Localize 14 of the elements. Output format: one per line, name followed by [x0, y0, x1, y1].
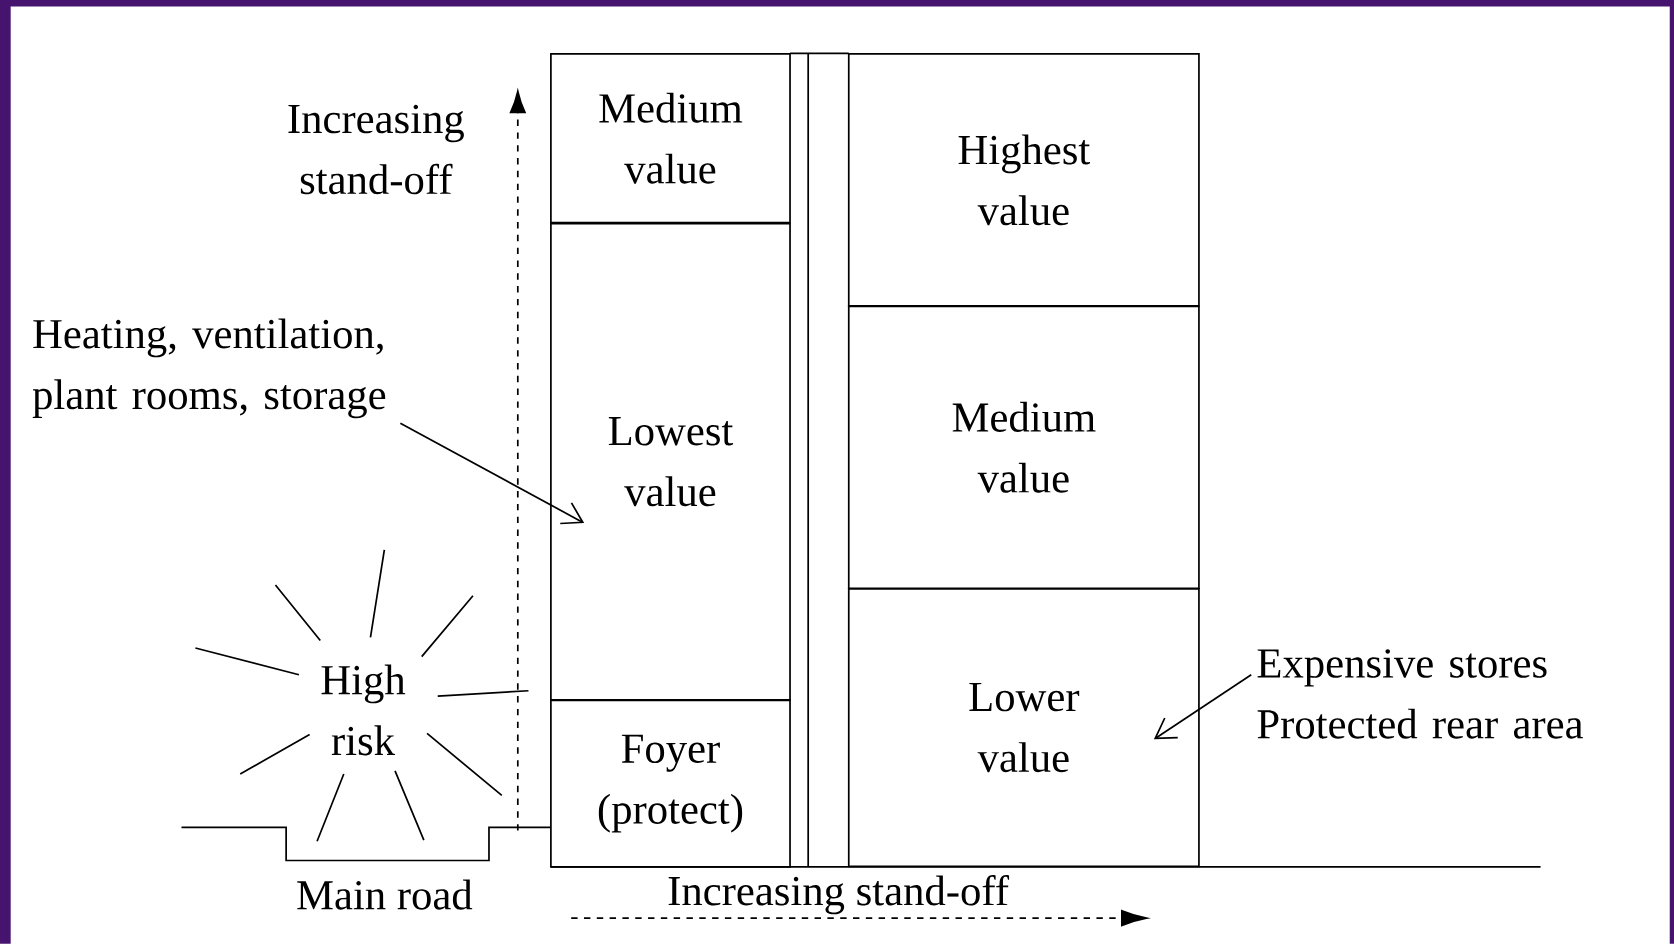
room-box: Medium value — [550, 53, 791, 224]
room-box: Lowest value — [550, 222, 791, 701]
room-box: Highest value — [847, 53, 1200, 307]
high-risk-label: High risk — [321, 664, 406, 756]
annotation-text: Heating, ventilation, plant rooms, storage — [32, 318, 386, 419]
axis-label: Increasing stand-off — [288, 104, 464, 195]
room-box: Medium value — [847, 305, 1200, 590]
axis-label: Increasing stand-off — [668, 875, 1010, 915]
annotation-text: Expensive stores Protected rear area — [1257, 649, 1583, 739]
leader-line — [399, 422, 585, 525]
room-box: Lower value — [847, 588, 1200, 868]
leader-line — [1153, 674, 1253, 740]
room-box: Foyer (protect) — [550, 699, 791, 868]
road-label: Main road — [297, 879, 473, 910]
